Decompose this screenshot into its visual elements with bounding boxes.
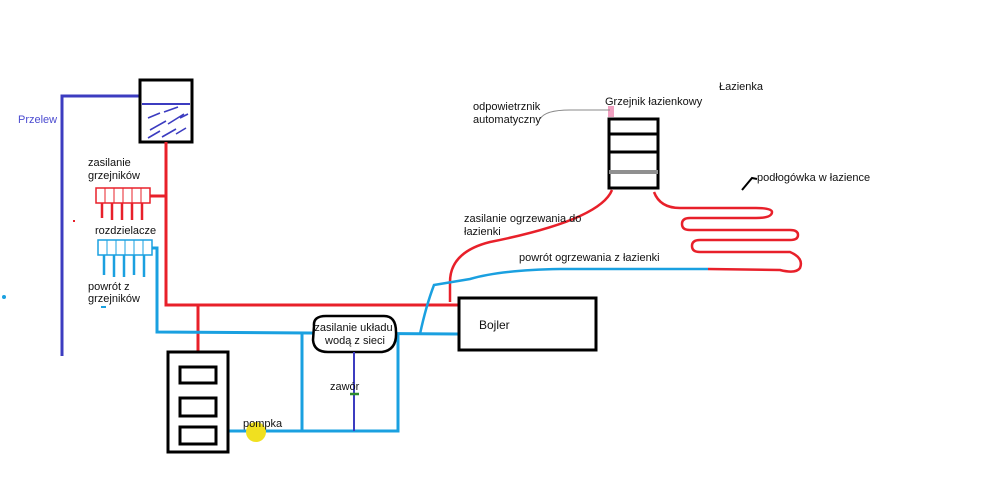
return-manifold-outlets [102,255,146,277]
furnace [166,350,230,454]
air-vent-leader [539,109,610,120]
bathroom-radiator-rungs [609,132,658,154]
supply-manifold-outlets [100,203,144,220]
bathroom-radiator [607,106,660,190]
bathroom-return-label: powrót ogrzewania z łazienki [519,252,660,264]
overflow-label: Przelew [18,114,57,126]
bathroom-supply-label: zasilanie ogrzewania do łazienki [464,213,584,238]
blue-dot [2,295,6,299]
boiler [457,296,598,352]
supply-radiators-label-line-1: zasilanie [88,157,131,169]
valve-label: zawór [330,381,360,393]
floor-heating-leader [741,176,758,191]
floor-heating-label: podłogówka w łazience [757,172,870,184]
bathroom-supply-label-line-1: zasilanie ogrzewania do [464,213,581,225]
bathroom-label: Łazienka [719,81,764,93]
boiler-label: Bojler [479,318,510,332]
expansion-tank [138,78,194,144]
return-manifold-dividers [106,240,144,255]
supply-manifold [95,187,151,220]
supply-radiators-label-line-2: grzejników [88,170,140,182]
expansion-tank-water-strokes [147,106,189,139]
bathroom-radiator-label: Grzejnik łazienkowy [605,96,703,108]
bathroom-supply-pipe [448,189,614,302]
air-vent-label-line-1: odpowietrznik [473,101,541,113]
main-return-pipe [152,246,459,336]
supply-radiators-label: zasilanie grzejników [88,157,140,182]
pump-label: pompka [243,418,283,430]
bathroom-supply-label-line-2: łazienki [464,226,501,238]
red-dot [73,220,75,222]
furnace-door-2 [178,396,218,418]
bathroom-return-pipe [418,267,708,335]
water-supply-label-line-1: zasilanie układu [314,322,392,334]
air-vent-label-line-2: automatyczny [473,114,541,126]
air-vent-label: odpowietrznik automatyczny [473,101,543,126]
pump-icon [246,422,266,442]
furnace-door-3 [178,425,218,446]
return-radiators-label: powrót z grzejników [88,281,140,305]
return-radiators-label-line-2: grzejników [88,293,140,305]
circulation-loop [226,334,400,433]
water-supply-label: zasilanie układu wodą z sieci [314,322,395,347]
air-vent-icon [608,106,614,117]
main-supply-pipe [164,142,458,307]
water-supply-label-line-2: wodą z sieci [324,335,385,347]
water-supply-bubble [311,314,398,354]
supply-manifold-dividers [104,188,142,203]
manifolds-label: rozdzielacze [95,225,156,237]
return-manifold [97,239,153,277]
floor-heating-loop [652,191,803,273]
overflow-pipe [60,94,142,356]
return-radiators-label-line-1: powrót z [88,281,130,293]
furnace-door-1 [178,365,218,385]
